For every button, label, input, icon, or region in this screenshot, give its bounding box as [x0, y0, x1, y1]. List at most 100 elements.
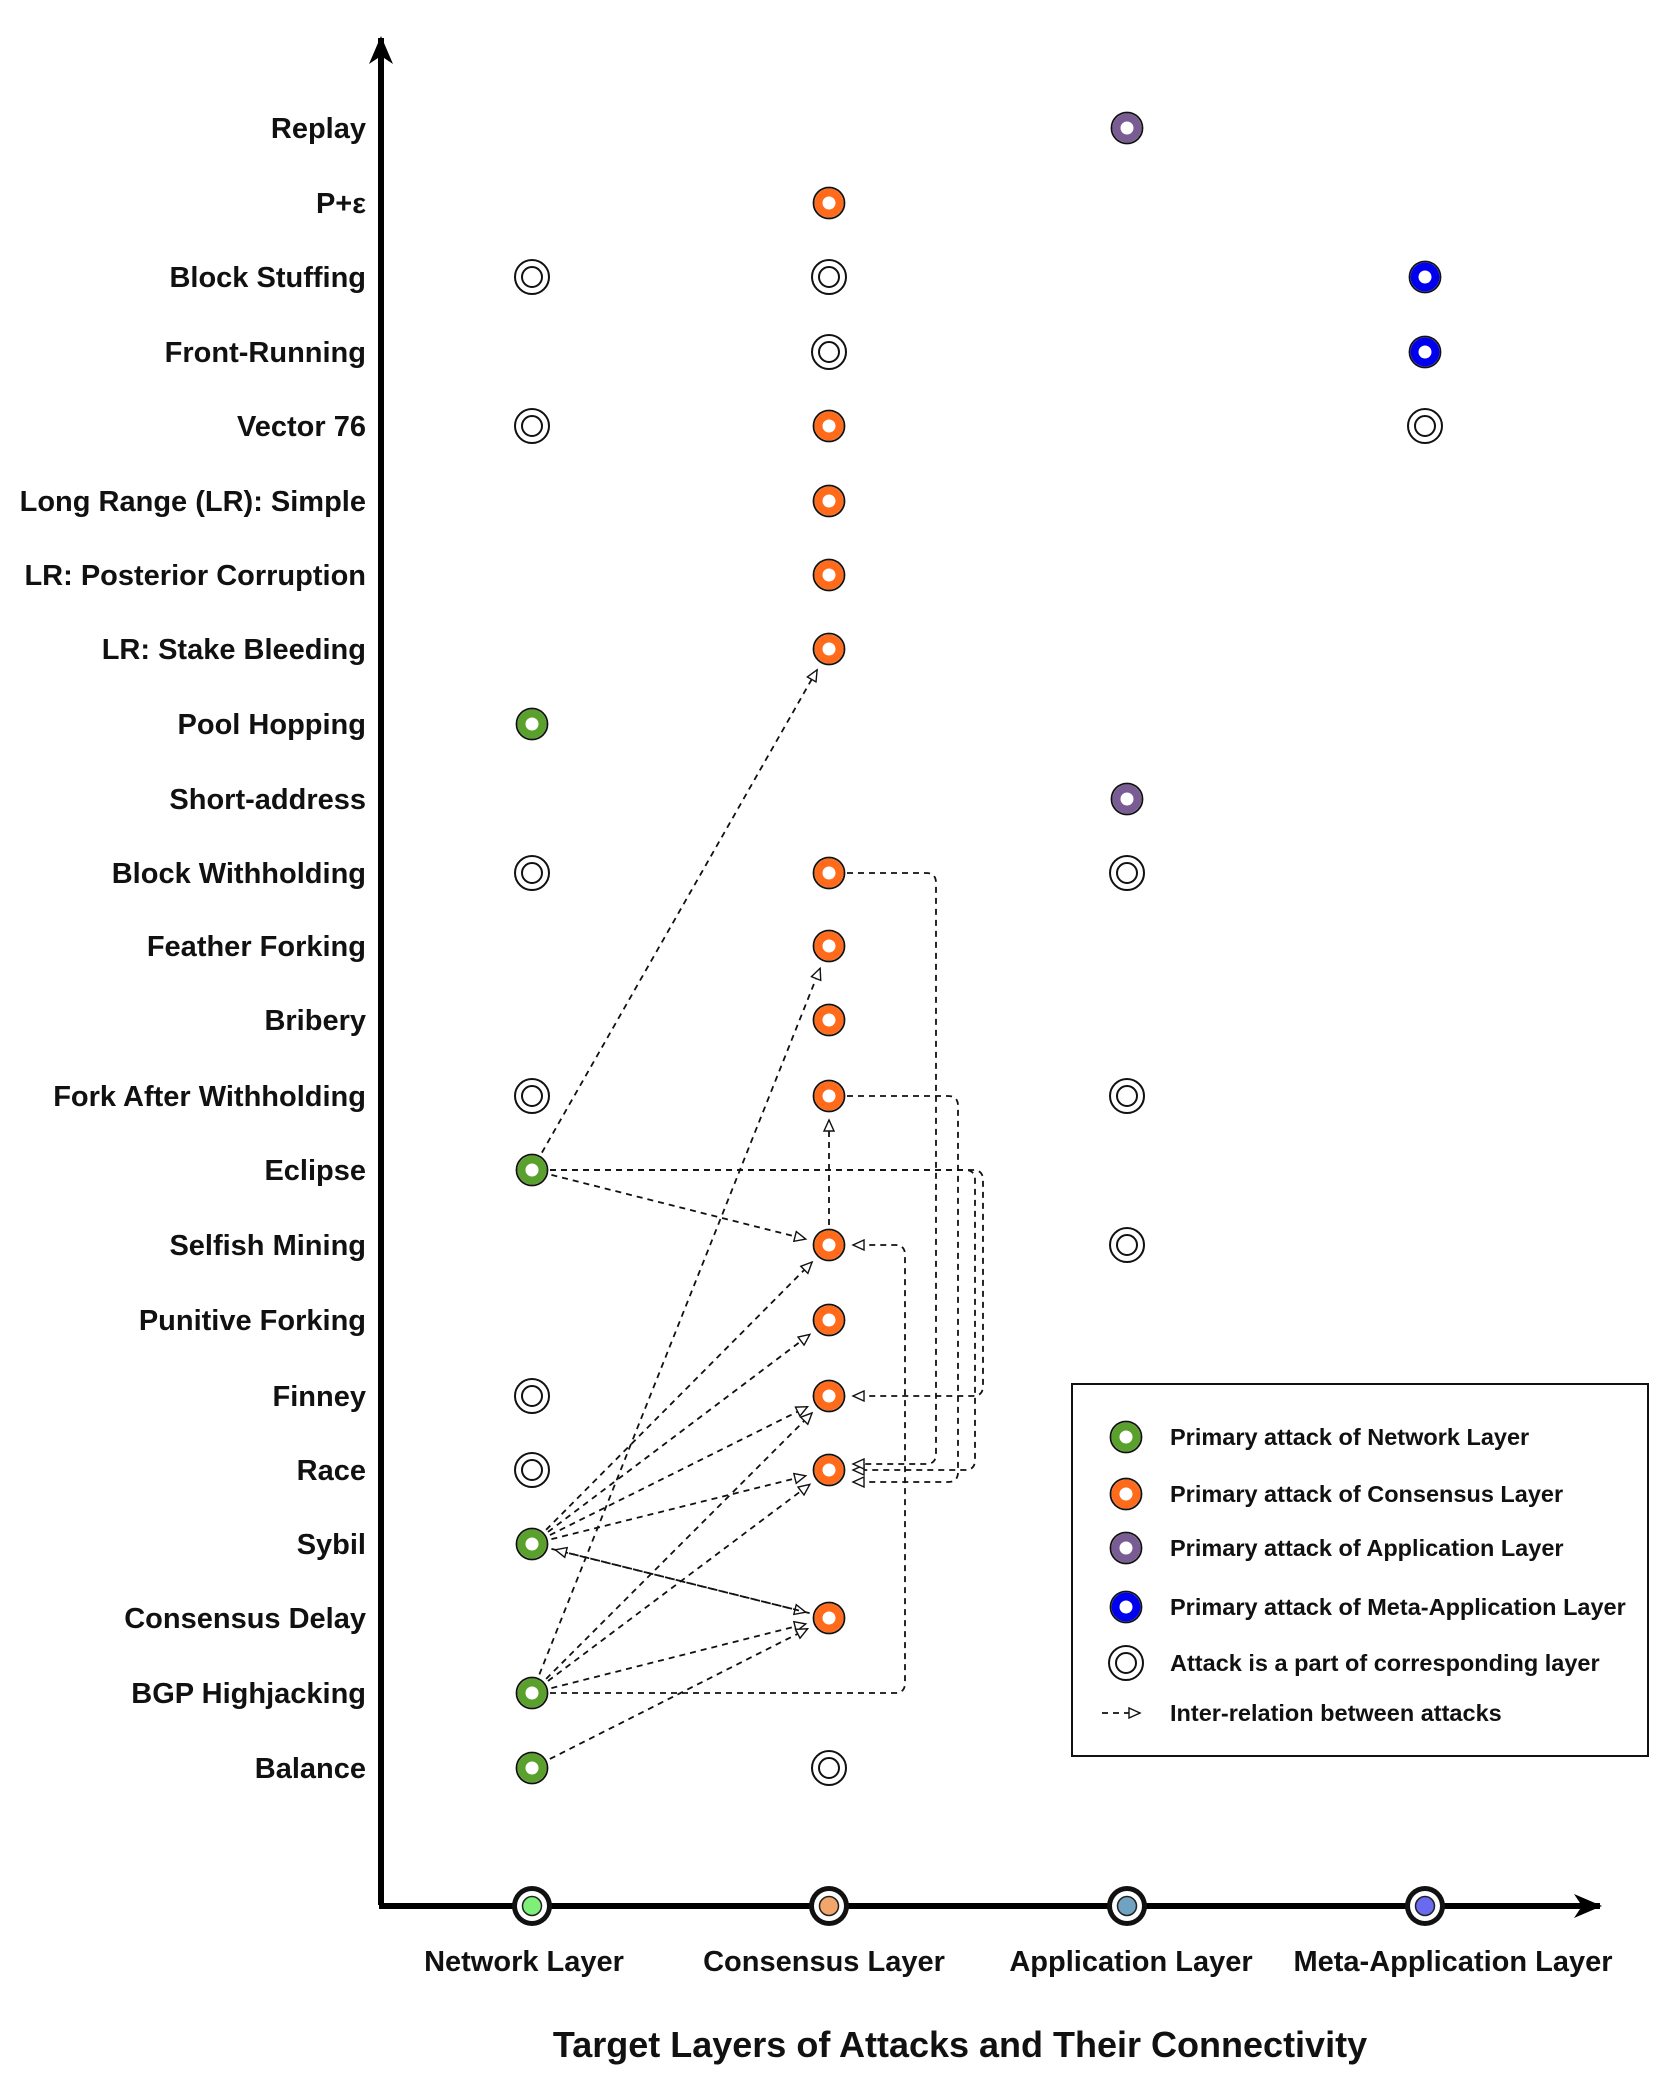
- legend-item-consensus: Primary attack of Consensus Layer: [1109, 1477, 1563, 1511]
- row-label-feather-forking: Feather Forking: [147, 931, 366, 963]
- axis-marker-network: [512, 1886, 552, 1926]
- marker-sybil-network-ring: [517, 1529, 547, 1559]
- marker-vector-76-network-part: [514, 408, 550, 444]
- row-label-fork-after-withholding: Fork After Withholding: [53, 1081, 366, 1113]
- marker-fork-after-withholding-network-part: [514, 1078, 550, 1114]
- relation-eclipse-to-lr-stake-bleeding: [541, 670, 817, 1154]
- marker-selfish-mining-application-part: [1109, 1227, 1145, 1263]
- legend-application-symbol-ring: [1111, 1533, 1141, 1563]
- relation-fork-after-withholding-to-race: [847, 1095, 959, 1482]
- marker-block-stuffing-network-inner-ring: [521, 266, 543, 288]
- axis-marker-meta-core: [1414, 1895, 1436, 1917]
- marker-block-withholding-application-outer-ring: [1109, 855, 1145, 891]
- marker-feather-forking-consensus-ring: [814, 931, 844, 961]
- marker-punitive-forking-consensus-primary: [812, 1303, 846, 1337]
- marker-bribery-consensus-ring: [814, 1005, 844, 1035]
- marker-front-running-meta-ring: [1410, 337, 1440, 367]
- relations-layer: [538, 670, 984, 1760]
- marker-race-network-inner-ring: [521, 1459, 543, 1481]
- axis-label-consensus: Consensus Layer: [703, 1946, 945, 1978]
- relation-balance-to-consensus-delay: [549, 1628, 808, 1760]
- row-label-bgp-highjacking: BGP Highjacking: [131, 1678, 366, 1710]
- marker-vector-76-meta-part: [1407, 408, 1443, 444]
- marker-p-consensus-primary: [812, 186, 846, 220]
- marker-front-running-meta-primary: [1408, 335, 1442, 369]
- marker-punitive-forking-consensus-ring: [814, 1305, 844, 1335]
- row-label-bribery: Bribery: [264, 1005, 366, 1037]
- marker-front-running-consensus-part: [811, 334, 847, 370]
- marker-selfish-mining-consensus-primary: [812, 1228, 846, 1262]
- legend-part-symbol-outer-ring: [1108, 1645, 1144, 1681]
- legend-label-meta: Primary attack of Meta-Application Layer: [1170, 1594, 1626, 1620]
- row-label-lr-posterior-corruption: LR: Posterior Corruption: [24, 560, 366, 592]
- marker-replay-application-primary: [1110, 111, 1144, 145]
- legend-item-part: Attack is a part of corresponding layer: [1108, 1645, 1600, 1681]
- marker-eclipse-network-primary: [515, 1153, 549, 1187]
- marker-balance-network-primary: [515, 1751, 549, 1785]
- relation-bgp-highjacking-to-finney: [545, 1413, 812, 1680]
- axis-marker-consensus-core: [818, 1895, 840, 1917]
- row-label-eclipse: Eclipse: [264, 1155, 366, 1187]
- marker-front-running-consensus-inner-ring: [818, 341, 840, 363]
- marker-block-withholding-network-outer-ring: [514, 855, 550, 891]
- legend-part-symbol-inner-ring: [1115, 1652, 1137, 1674]
- row-label-p: P+ε: [316, 188, 366, 220]
- marker-vector-76-network-inner-ring: [521, 415, 543, 437]
- legend-label-network: Primary attack of Network Layer: [1170, 1424, 1529, 1450]
- row-label-block-withholding: Block Withholding: [112, 858, 366, 890]
- marker-pool-hopping-network-primary: [515, 707, 549, 741]
- row-label-long-range-lr-simple: Long Range (LR): Simple: [20, 486, 366, 518]
- marker-finney-network-part: [514, 1378, 550, 1414]
- axis-marker-network-core: [521, 1895, 543, 1917]
- marker-block-stuffing-network-part: [514, 259, 550, 295]
- relation-sybil-to-punitive-forking: [547, 1334, 810, 1533]
- marker-sybil-network-primary: [515, 1527, 549, 1561]
- axis-label-application: Application Layer: [1009, 1946, 1252, 1978]
- axis-marker-meta: [1405, 1886, 1445, 1926]
- marker-fork-after-withholding-application-inner-ring: [1116, 1085, 1138, 1107]
- marker-fork-after-withholding-application-part: [1109, 1078, 1145, 1114]
- marker-vector-76-network-outer-ring: [514, 408, 550, 444]
- relation-bgp-highjacking-to-race: [547, 1484, 810, 1682]
- marker-block-stuffing-consensus-inner-ring: [818, 266, 840, 288]
- marker-block-stuffing-network-outer-ring: [514, 259, 550, 295]
- legend-item-relation: Inter-relation between attacks: [1102, 1700, 1502, 1726]
- row-label-short-address: Short-address: [169, 784, 366, 816]
- diagram-title: Target Layers of Attacks and Their Conne…: [553, 2024, 1367, 2065]
- marker-race-network-part: [514, 1452, 550, 1488]
- legend-item-network: Primary attack of Network Layer: [1109, 1420, 1529, 1454]
- marker-balance-consensus-part: [811, 1750, 847, 1786]
- marker-fork-after-withholding-network-outer-ring: [514, 1078, 550, 1114]
- axis-label-meta: Meta-Application Layer: [1293, 1946, 1612, 1978]
- legend-label-relation: Inter-relation between attacks: [1170, 1700, 1502, 1726]
- row-label-block-stuffing: Block Stuffing: [169, 262, 366, 294]
- axis-marker-consensus: [809, 1886, 849, 1926]
- row-label-replay: Replay: [271, 113, 366, 145]
- marker-front-running-consensus-outer-ring: [811, 334, 847, 370]
- row-label-punitive-forking: Punitive Forking: [139, 1305, 366, 1337]
- relation-eclipse-to-finney: [550, 1169, 984, 1396]
- marker-race-consensus-ring: [814, 1455, 844, 1485]
- marker-vector-76-meta-inner-ring: [1414, 415, 1436, 437]
- marker-finney-consensus-primary: [812, 1379, 846, 1413]
- marker-fork-after-withholding-network-inner-ring: [521, 1085, 543, 1107]
- marker-block-withholding-network-part: [514, 855, 550, 891]
- relation-sybil-to-race: [551, 1476, 805, 1541]
- marker-vector-76-meta-outer-ring: [1407, 408, 1443, 444]
- marker-lr-posterior-corruption-consensus-primary: [812, 558, 846, 592]
- row-label-finney: Finney: [273, 1381, 366, 1413]
- row-label-race: Race: [297, 1455, 366, 1487]
- marker-block-withholding-network-inner-ring: [521, 862, 543, 884]
- legend-label-consensus: Primary attack of Consensus Layer: [1170, 1481, 1563, 1507]
- row-label-lr-stake-bleeding: LR: Stake Bleeding: [102, 634, 366, 666]
- marker-block-withholding-application-part: [1109, 855, 1145, 891]
- marker-fork-after-withholding-application-outer-ring: [1109, 1078, 1145, 1114]
- row-label-pool-hopping: Pool Hopping: [178, 709, 366, 741]
- relation-sybil-to-finney: [549, 1405, 808, 1536]
- marker-consensus-delay-consensus-ring: [814, 1603, 844, 1633]
- marker-lr-stake-bleeding-consensus-primary: [812, 632, 846, 666]
- marker-finney-network-inner-ring: [521, 1385, 543, 1407]
